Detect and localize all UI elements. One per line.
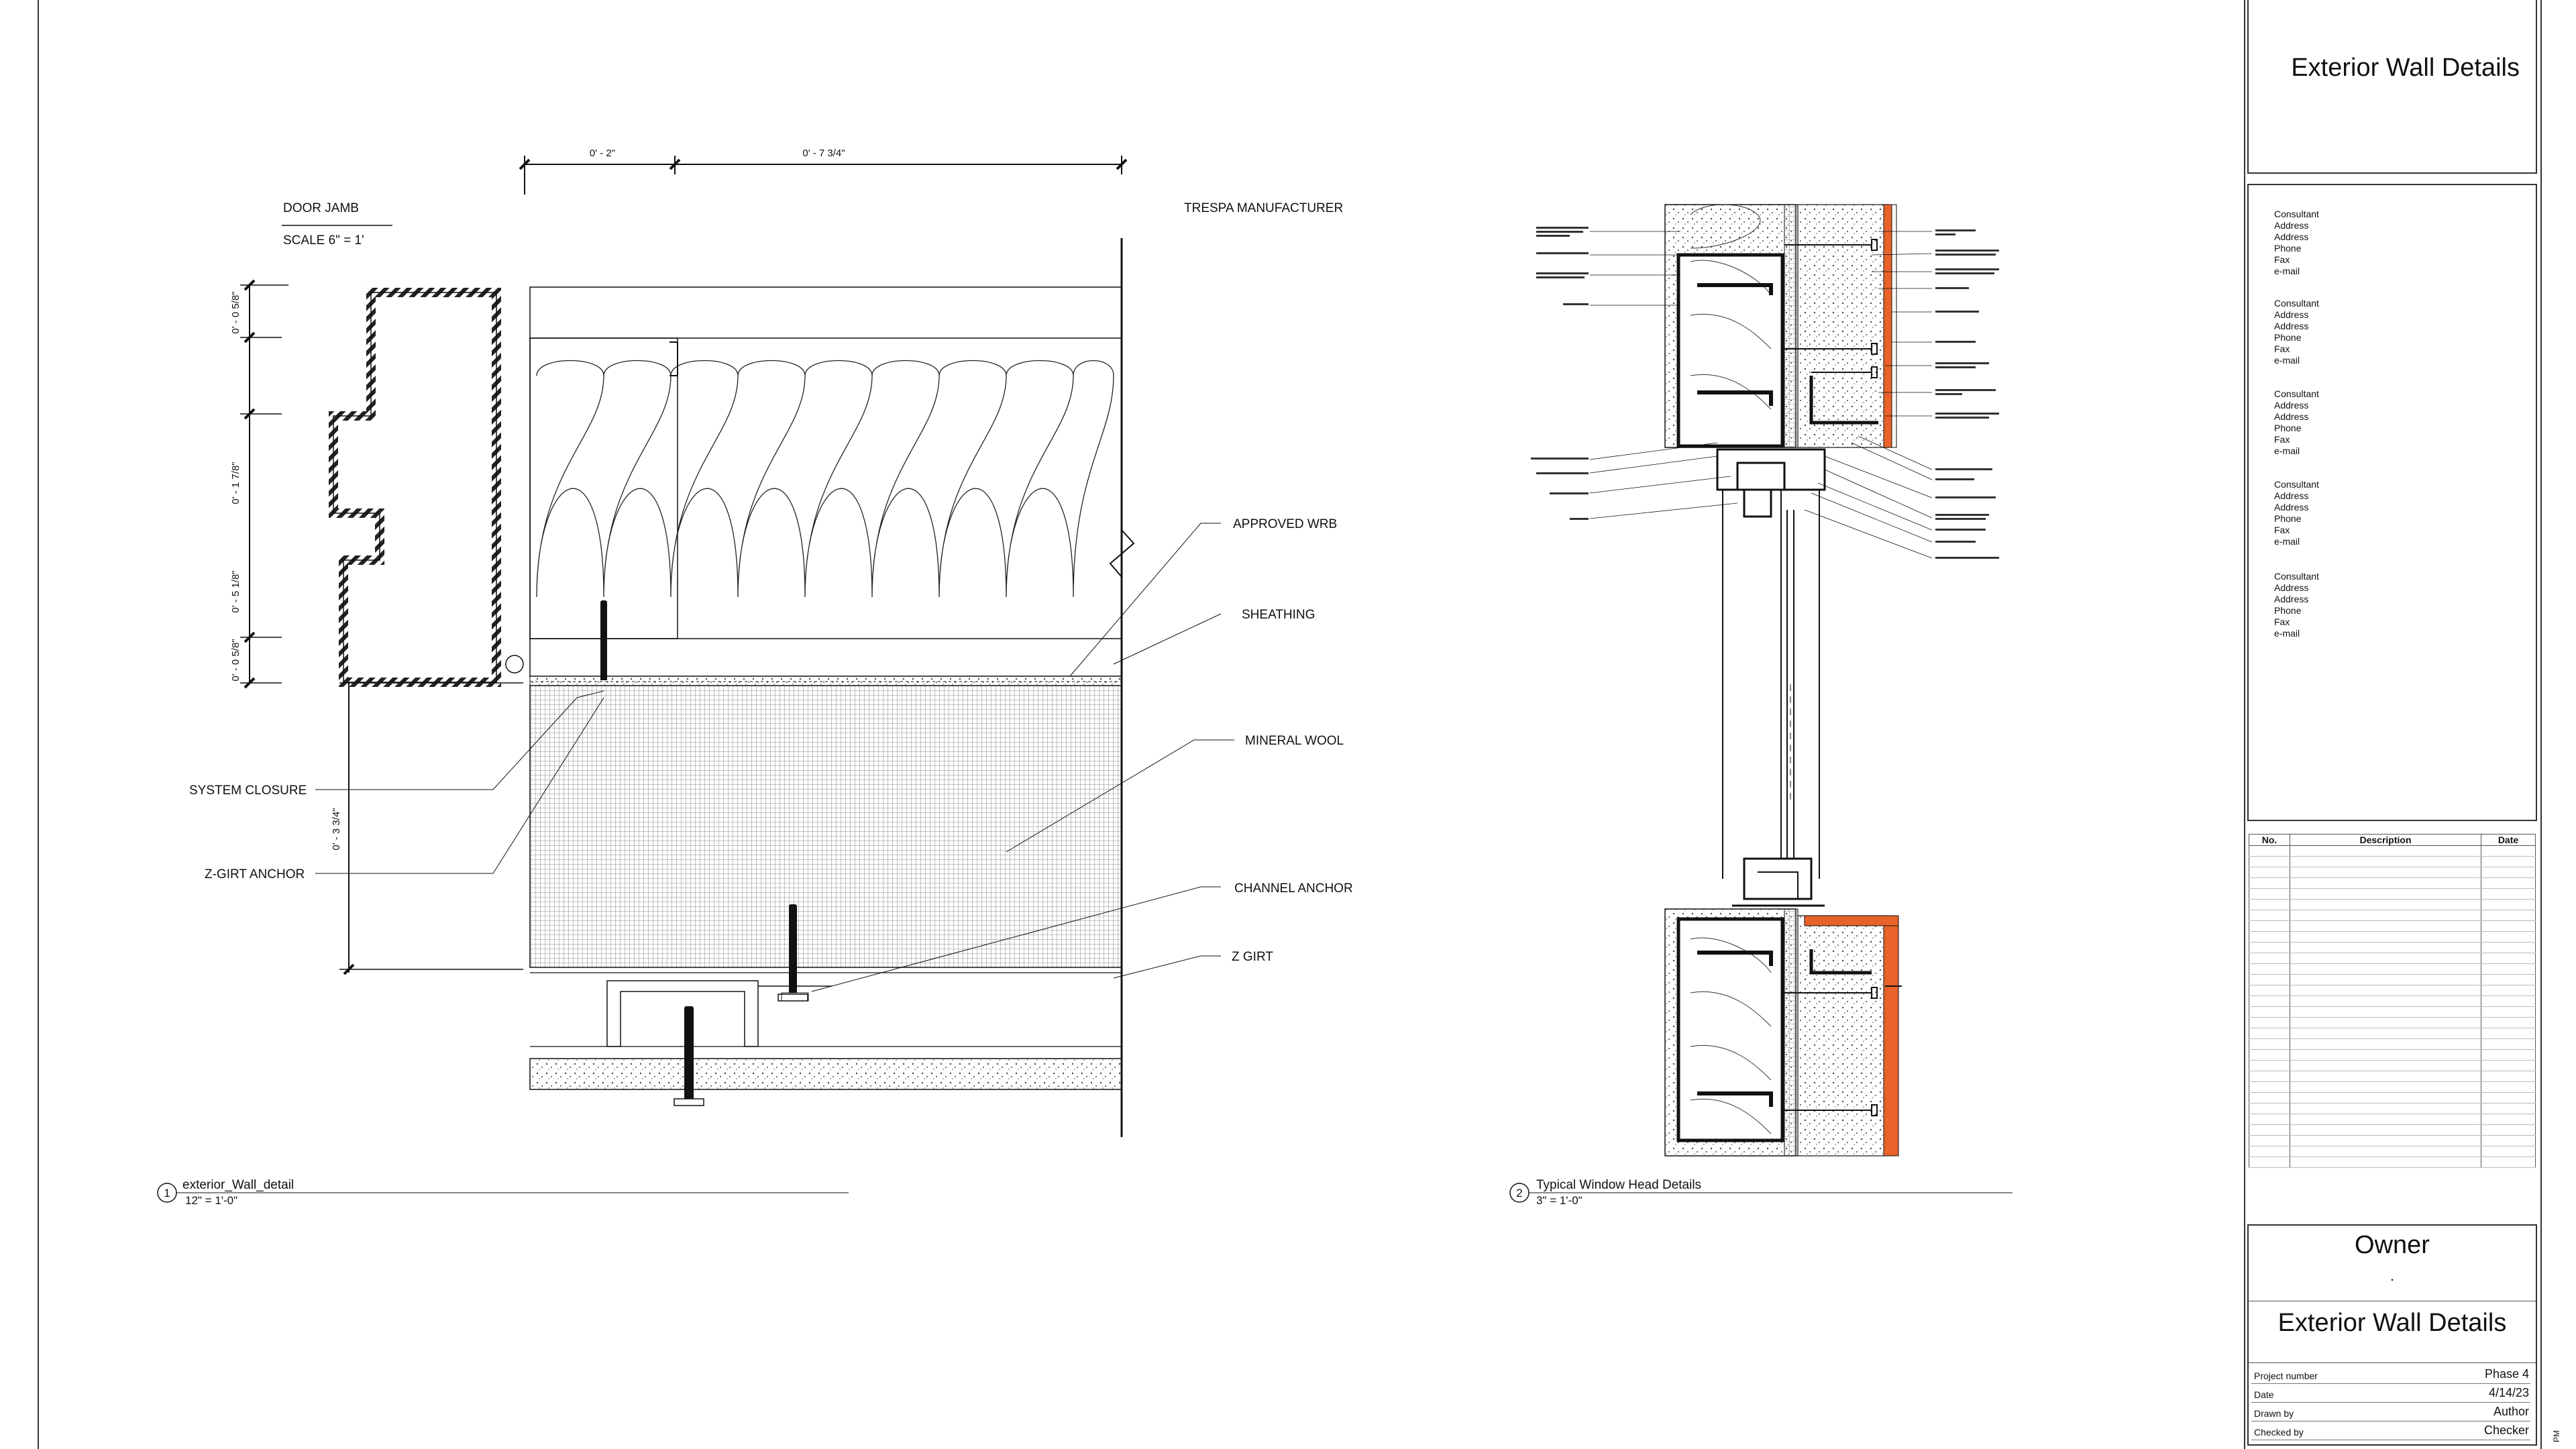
revision-row [2249,1081,2536,1093]
sheet-edge-text: PM [2552,1430,2561,1442]
callout-mineral-wool: MINERAL WOOL [1245,734,1344,748]
callout-z-girt: Z GIRT [1232,950,1273,964]
revision-row [2249,1017,2536,1028]
revision-row [2249,953,2536,964]
sheet-title-top: Exterior Wall Details [2291,54,2520,82]
detail-1-exterior-wall: 0' - 2" 0' - 7 3/4" DOOR JAMB SCALE 6" =… [157,148,1353,1207]
jamb-scale-label: SCALE 6" = 1' [283,233,364,248]
detail-1-number: 1 [164,1187,170,1199]
revision-row [2249,1038,2536,1050]
revision-row [2249,1060,2536,1071]
revision-row [2249,1071,2536,1082]
revision-row [2249,963,2536,975]
callout-sheathing: SHEATHING [1242,608,1315,622]
revision-row [2249,985,2536,996]
revision-row [2249,931,2536,943]
detail-1-scale: 12" = 1'-0" [185,1194,237,1207]
revision-row [2249,1103,2536,1114]
door-jamb-label: DOOR JAMB [283,201,359,215]
rev-header-date: Date [2481,834,2536,846]
revision-row [2249,1135,2536,1146]
revision-row [2249,996,2536,1007]
detail-2-name: Typical Window Head Details [1536,1178,1701,1192]
revision-row [2249,1124,2536,1136]
revision-row [2249,1092,2536,1104]
revision-row [2249,1114,2536,1125]
revision-row [2249,856,2536,867]
revision-row [2249,1146,2536,1157]
dim-left-2: 0' - 1 7/8" [230,462,241,504]
owner-box: Owner . Exterior Wall Details [2247,1224,2537,1446]
dim-left-4: 0' - 0 5/8" [230,639,241,681]
revision-row [2249,974,2536,985]
callout-system-closure: SYSTEM CLOSURE [189,784,307,798]
revision-row [2249,845,2536,857]
dim-top-1: 0' - 2" [590,148,615,159]
manufacturer-label: TRESPA MANUFACTURER [1184,201,1343,215]
callout-channel-anchor: CHANNEL ANCHOR [1234,881,1353,896]
detail-2-number: 2 [1516,1187,1522,1199]
revision-row [2249,899,2536,910]
revision-row [2249,910,2536,921]
revision-row [2249,877,2536,889]
dim-left-5: 0' - 3 3/4" [331,808,342,850]
detail-1-name: exterior_Wall_detail [182,1178,294,1192]
revision-row [2249,867,2536,878]
revision-row [2249,1049,2536,1061]
revision-row [2249,920,2536,932]
rev-header-description: Description [2290,834,2481,846]
owner-sub: . [2390,1267,2395,1284]
revision-row [2249,1028,2536,1039]
revision-row [2249,942,2536,953]
dim-left-1: 0' - 0 5/8" [230,291,241,333]
callout-z-girt-anchor: Z-GIRT ANCHOR [205,867,305,881]
detail-2-scale: 3" = 1'-0" [1536,1194,1582,1207]
revision-row [2249,888,2536,900]
detail-2-window-head: 2 Typical Window Head Details 3" = 1'-0" [1509,204,2012,1207]
dim-left-3: 0' - 5 1/8" [230,570,241,612]
sheet-title-bottom: Exterior Wall Details [2277,1309,2507,1337]
rev-header-no: No. [2249,834,2290,846]
owner-name: Owner [2355,1231,2430,1259]
revision-row [2249,1006,2536,1018]
revision-row [2249,1157,2536,1168]
dim-top-2: 0' - 7 3/4" [802,148,845,159]
revision-table: No. Description Date [2249,834,2536,1168]
title-box-top: Exterior Wall Details [2247,0,2537,174]
callout-approved-wrb: APPROVED WRB [1233,517,1337,531]
consultants-box [2247,184,2537,821]
